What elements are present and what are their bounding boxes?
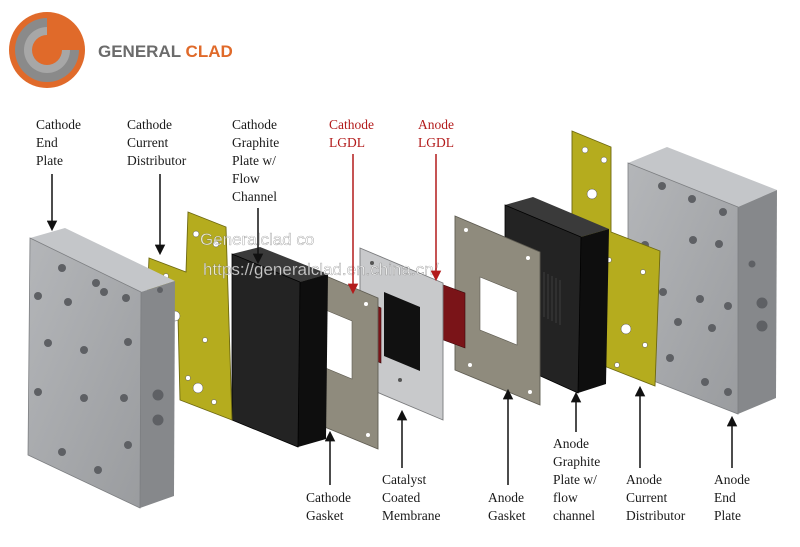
watermark: Generalclad co https://generalclad.en.ch… xyxy=(200,230,439,279)
watermark-line2: https://generalclad.en.china.cn/ xyxy=(203,260,439,279)
label-catalyst-coated-membrane: Catalyst Coated Membrane xyxy=(382,472,440,523)
label-cathode-graphite-plate: Cathode Graphite Plate w/ Flow Channel xyxy=(232,117,283,204)
watermark-line1: Generalclad co xyxy=(200,230,314,249)
general-clad-logo: GENERAL CLAD xyxy=(9,12,233,88)
label-anode-graphite-plate: Anode Graphite Plate w/ flow channel xyxy=(553,436,604,523)
label-anode-lgdl: Anode LGDL xyxy=(418,117,457,150)
bottom-labels: Cathode Gasket Catalyst Coated Membrane … xyxy=(306,385,753,523)
brand-name: GENERAL CLAD xyxy=(98,42,233,61)
label-anode-gasket: Anode Gasket xyxy=(488,490,527,523)
catalyst-coated-membrane xyxy=(359,247,444,421)
label-cathode-gasket: Cathode Gasket xyxy=(306,490,354,523)
cathode-end-plate xyxy=(27,228,175,509)
cathode-current-distributor xyxy=(146,211,233,421)
label-cathode-end-plate: Cathode End Plate xyxy=(36,117,84,168)
label-anode-end-plate: Anode End Plate xyxy=(714,472,753,523)
label-cathode-current-distributor: Cathode Current Distributor xyxy=(127,117,187,168)
top-labels: Cathode End Plate Cathode Current Distri… xyxy=(36,117,457,295)
label-anode-current-distributor: Anode Current Distributor xyxy=(626,472,686,523)
label-cathode-lgdl: Cathode LGDL xyxy=(329,117,377,150)
